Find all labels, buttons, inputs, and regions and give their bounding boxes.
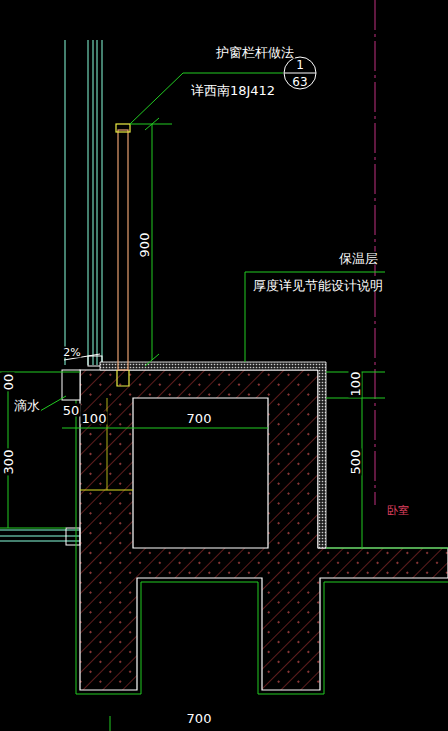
room-name: 卧室 [386,505,410,516]
dimension: 900 [138,232,151,259]
dimension: 500 [349,449,362,476]
dimension: 00 [1,373,14,392]
note-text: 保温层 [338,252,379,265]
dimension: 100 [349,371,362,398]
dimension: 700 [186,412,213,425]
slope-mark: 2% [62,347,81,358]
note-text: 滴水 [13,399,41,412]
dimension: 700 [186,712,213,725]
callout-number: 1 [283,59,317,71]
callout-number: 63 [283,76,317,88]
detail-callout-circle: 163 [283,56,317,90]
reference-text: 详西南18J412 [190,84,276,97]
dimension: 300 [1,449,14,476]
note-text: 厚度详见节能设计说明 [252,279,384,292]
dimension: 50 [62,404,81,417]
dimension: 100 [81,412,108,425]
note-text: 护窗栏杆做法 [215,46,295,59]
